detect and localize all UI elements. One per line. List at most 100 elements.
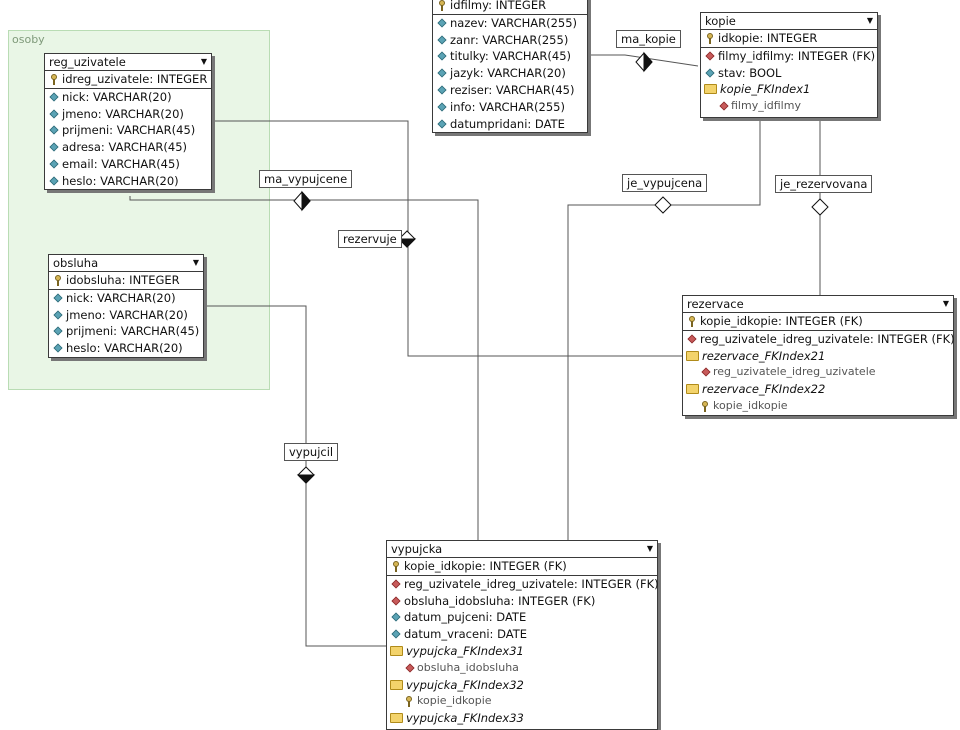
dropdown-arrow-icon[interactable]: ▼ xyxy=(192,258,199,267)
column-icon xyxy=(49,142,59,152)
table-header[interactable]: vypujcka▼ xyxy=(387,541,657,558)
column-row[interactable]: heslo: VARCHAR(20) xyxy=(49,340,203,357)
dropdown-arrow-icon[interactable]: ▼ xyxy=(866,16,873,25)
index-row[interactable]: rezervace_FKIndex21 xyxy=(683,348,953,365)
foreign-key-icon xyxy=(687,334,697,344)
column-icon xyxy=(53,343,63,353)
folder-icon xyxy=(704,84,717,95)
column-row[interactable]: reg_uzivatele_idreg_uzivatele: INTEGER (… xyxy=(683,331,955,348)
column-text: rezervace_FKIndex21 xyxy=(702,348,826,363)
table-header[interactable]: obsluha ▼ xyxy=(49,255,203,272)
column-text: adresa: VARCHAR(45) xyxy=(62,140,188,155)
column-row[interactable]: adresa: VARCHAR(45) xyxy=(45,139,211,156)
index-column-row[interactable]: reg_uzivatele_idreg_uzivatele xyxy=(683,364,953,381)
index-row[interactable]: kopie_FKIndex1 xyxy=(701,81,877,98)
column-text: kopie_idkopie xyxy=(713,398,788,412)
column-text: titulky: VARCHAR(45) xyxy=(450,49,572,64)
column-row[interactable]: kopie_idkopie: INTEGER (FK) xyxy=(683,313,953,331)
column-icon xyxy=(391,629,401,639)
column-row[interactable]: jmeno: VARCHAR(20) xyxy=(45,106,211,123)
line-reg-uzivatele-rezervace xyxy=(212,120,682,357)
table-header[interactable]: reg_uzivatele▼ xyxy=(45,54,211,71)
table-header[interactable]: rezervace ▼ xyxy=(683,296,953,313)
column-row[interactable]: prijmeni: VARCHAR(45) xyxy=(45,122,211,139)
dropdown-arrow-icon[interactable]: ▼ xyxy=(200,57,207,66)
column-text: jazyk: VARCHAR(20) xyxy=(450,66,566,81)
column-icon xyxy=(53,326,63,336)
key-icon xyxy=(406,696,412,708)
column-text: zanr: VARCHAR(255) xyxy=(450,32,569,47)
column-text: datum_vraceni: DATE xyxy=(404,627,528,642)
column-row[interactable]: zanr: VARCHAR(255) xyxy=(433,32,587,49)
column-row[interactable]: idfilmy: INTEGER xyxy=(433,0,587,15)
column-row[interactable]: idkopie: INTEGER xyxy=(701,30,877,48)
key-icon xyxy=(393,561,399,572)
column-row[interactable]: nick: VARCHAR(20) xyxy=(45,89,211,106)
column-row[interactable]: info: VARCHAR(255) xyxy=(433,99,587,116)
table-name: rezervace xyxy=(687,297,744,311)
column-row[interactable]: nick: VARCHAR(20) xyxy=(49,290,203,307)
column-text: reziser: VARCHAR(45) xyxy=(450,82,575,97)
column-row[interactable]: kopie_idkopie: INTEGER (FK) xyxy=(387,558,657,576)
rel-label-ma-kopie: ma_kopie xyxy=(616,30,681,48)
column-icon xyxy=(53,310,63,320)
column-text: kopie_idkopie: INTEGER (FK) xyxy=(404,559,567,573)
index-row[interactable]: vypujcka_FKIndex33 xyxy=(387,710,657,727)
column-row[interactable]: idobsluha: INTEGER xyxy=(49,272,203,290)
column-text: nazev: VARCHAR(255) xyxy=(450,15,578,30)
diamond-je-rezervovana xyxy=(811,198,829,216)
column-row[interactable]: datum_pujceni: DATE xyxy=(387,609,657,626)
index-column-row[interactable]: obsluha_idobsluha xyxy=(387,660,657,677)
index-column-row[interactable]: filmy_idfilmy xyxy=(701,98,877,115)
key-icon xyxy=(51,74,57,85)
column-icon xyxy=(437,119,447,129)
column-row[interactable]: datum_vraceni: DATE xyxy=(387,626,657,643)
key-icon xyxy=(439,0,445,11)
rel-label-rezervuje: rezervuje xyxy=(338,230,402,248)
index-row[interactable]: vypujcka_FKIndex31 xyxy=(387,643,657,660)
column-row[interactable]: nazev: VARCHAR(255) xyxy=(433,15,587,32)
column-text: prijmeni: VARCHAR(45) xyxy=(66,324,200,339)
folder-icon xyxy=(686,350,699,361)
column-row[interactable]: reg_uzivatele_idreg_uzivatele: INTEGER (… xyxy=(387,576,659,593)
key-icon xyxy=(702,400,708,412)
foreign-key-icon xyxy=(705,51,715,61)
region-label: osoby xyxy=(12,33,45,46)
column-row[interactable]: idreg_uzivatele: INTEGER xyxy=(45,71,211,89)
column-text: nick: VARCHAR(20) xyxy=(66,290,176,305)
column-text: filmy_idfilmy xyxy=(731,99,801,113)
dropdown-arrow-icon[interactable]: ▼ xyxy=(942,299,949,308)
table-rezervace[interactable]: rezervace▼kopie_idkopie: INTEGER (FK)reg… xyxy=(682,295,955,416)
table-header[interactable]: kopie▼ xyxy=(701,13,877,30)
column-text: idobsluha: INTEGER xyxy=(66,273,180,287)
table-vypujcka[interactable]: vypujcka▼kopie_idkopie: INTEGER (FK) reg_… xyxy=(386,540,659,730)
index-column-row[interactable]: kopie_idkopie xyxy=(683,398,953,415)
column-icon xyxy=(437,85,447,95)
table-name: obsluha xyxy=(53,256,99,270)
table-obsluha[interactable]: obsluha ▼ idobsluha: INTEGER nick: VARCHAR(… xyxy=(48,254,204,358)
column-row[interactable]: heslo: VARCHAR(20) xyxy=(45,173,211,190)
column-row[interactable]: email: VARCHAR(45) xyxy=(45,156,211,173)
column-text: filmy_idfilmy: INTEGER (FK) xyxy=(718,48,876,63)
column-row[interactable]: datumpridani: DATE xyxy=(433,116,587,133)
index-row[interactable]: rezervace_FKIndex22 xyxy=(683,381,953,398)
foreign-key-icon xyxy=(701,367,711,377)
column-text: vypujcka_FKIndex32 xyxy=(406,677,524,692)
index-row[interactable]: vypujcka_FKIndex32 xyxy=(387,677,657,694)
column-row[interactable]: jazyk: VARCHAR(20) xyxy=(433,65,587,82)
column-icon xyxy=(705,68,715,78)
column-row[interactable]: filmy_idfilmy: INTEGER (FK) xyxy=(701,48,877,65)
column-row[interactable]: reziser: VARCHAR(45) xyxy=(433,82,587,99)
column-row[interactable]: obsluha_idobsluha: INTEGER (FK) xyxy=(387,593,657,610)
column-row[interactable]: stav: BOOL xyxy=(701,65,877,82)
index-column-row[interactable]: kopie_idkopie xyxy=(387,693,657,710)
folder-icon xyxy=(686,384,699,395)
column-row[interactable]: prijmeni: VARCHAR(45) xyxy=(49,323,203,340)
column-row[interactable]: jmeno: VARCHAR(20) xyxy=(49,307,203,324)
dropdown-arrow-icon[interactable]: ▼ xyxy=(646,544,653,553)
column-row[interactable]: titulky: VARCHAR(45) xyxy=(433,48,587,65)
